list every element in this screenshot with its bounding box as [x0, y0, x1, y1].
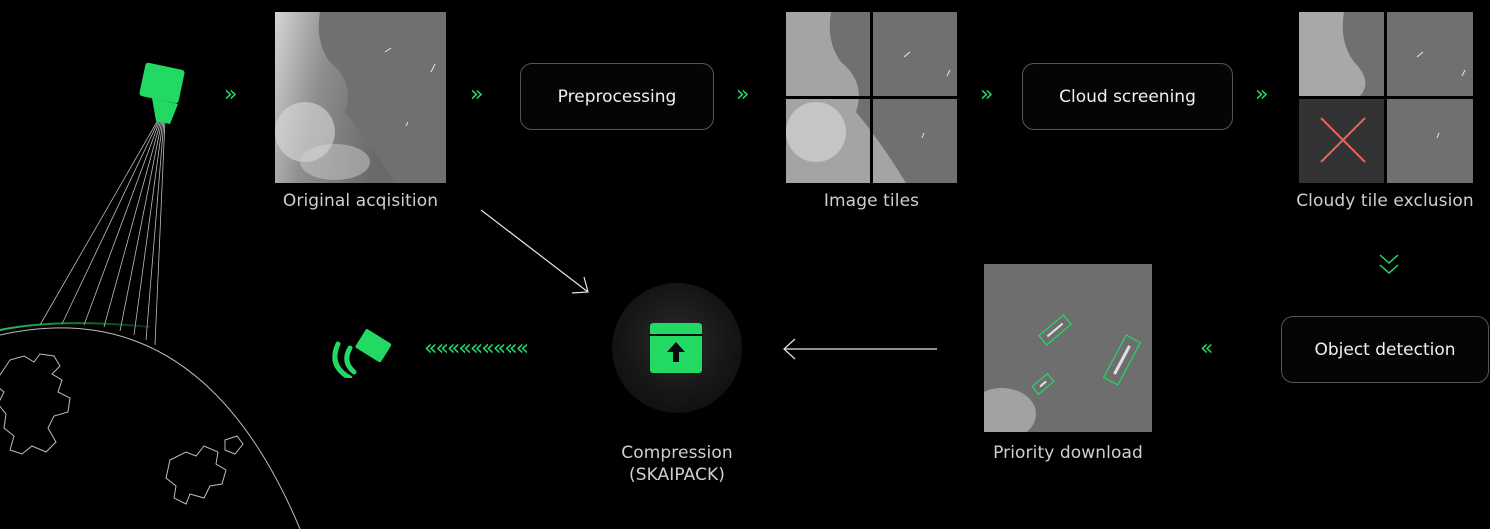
compression-label-line2: (SKAIPACK) — [628, 465, 726, 485]
flow-chevron-right: » — [980, 82, 994, 107]
image-tiles-label: Image tiles — [823, 191, 920, 211]
original-acquisition-label: Original acqisition — [282, 191, 439, 211]
object-detection-step: Object detection — [1281, 316, 1489, 383]
cloudy-tile-exclusion-grid — [1299, 12, 1473, 183]
arrow-priority-to-compression — [783, 338, 937, 360]
flow-chevron-left: « — [1200, 336, 1214, 361]
priority-download-image — [984, 264, 1152, 432]
satellite-camera-icon — [139, 62, 185, 124]
ground-antenna-icon — [332, 329, 392, 378]
cross-icon — [1320, 117, 1366, 163]
priority-download-label: Priority download — [993, 443, 1143, 463]
archive-upload-icon — [650, 323, 702, 373]
satellite-beam — [39, 119, 166, 346]
flow-chevron-right: » — [1255, 82, 1269, 107]
flow-chevron-right: » — [470, 82, 484, 107]
image-tiles-grid — [786, 12, 957, 183]
flow-chevron-down — [1379, 254, 1399, 275]
earth-outline-icon — [0, 322, 301, 529]
arrow-to-compression — [480, 209, 589, 294]
cloud-screening-step: Cloud screening — [1022, 63, 1233, 130]
cloudy-tile-exclusion-label: Cloudy tile exclusion — [1296, 191, 1474, 211]
flow-chevron-right: » — [224, 82, 238, 107]
downlink-chevron-chain: ««««««««« — [424, 336, 529, 361]
flow-chevron-right: » — [736, 82, 750, 107]
compression-label-line1: Compression — [621, 443, 733, 463]
preprocessing-step: Preprocessing — [520, 63, 714, 130]
original-acquisition-image — [275, 12, 446, 183]
